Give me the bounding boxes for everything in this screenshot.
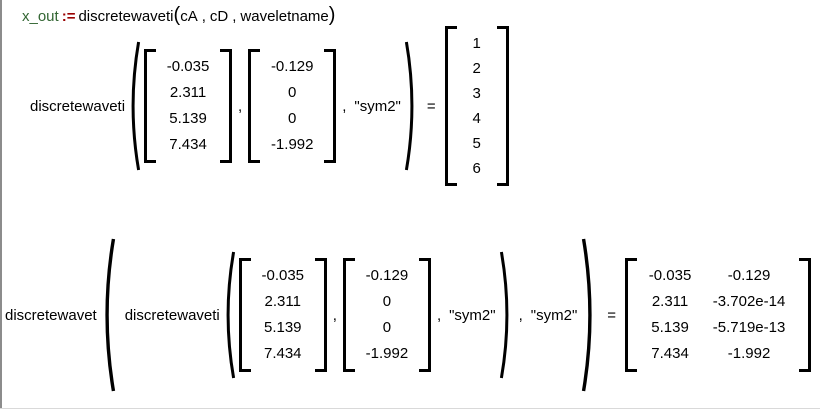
equals-sign: = (426, 97, 436, 115)
vector-cD: -0.129 0 0 -1.992 (342, 258, 431, 372)
matrix-cell: 6 (472, 160, 481, 177)
matrix-cell: 5.139 (651, 319, 689, 336)
matrix-cell: 1 (472, 35, 481, 52)
matrix-bracket-right (418, 258, 431, 372)
matrix-bracket-right (799, 258, 812, 372)
matrix-cell: -0.129 (727, 267, 771, 284)
comma: , (332, 306, 337, 324)
matrix-cell: 7.434 (651, 345, 689, 362)
matrix-bracket-right (324, 49, 337, 163)
outer-function-name: discretewavet (5, 306, 97, 324)
matrix-cell: 2.311 (264, 293, 301, 310)
matrix-cell: 5 (472, 135, 481, 152)
matrix-cell: 5.139 (263, 319, 302, 336)
matrix-bracket-right (314, 258, 327, 372)
big-close-paren (498, 249, 515, 381)
big-open-paren (220, 249, 237, 381)
result-vector: 1 2 3 4 5 6 (444, 26, 509, 186)
open-paren: ( (173, 4, 181, 26)
expression-2[interactable]: discretewavet discretewaveti -0.035 2.31… (5, 236, 813, 394)
big-close-paren (581, 236, 598, 394)
arg-cA: cA (180, 7, 198, 25)
assign-operator: := (61, 7, 76, 25)
big-open-paren (125, 39, 142, 173)
matrix-bracket-left (248, 49, 261, 163)
matrix-cell: 4 (472, 110, 481, 127)
string-arg-sym2: "sym2" (354, 97, 401, 115)
vector-cA: -0.035 2.311 5.139 7.434 (144, 49, 233, 163)
vector-cA: -0.035 2.311 5.139 7.434 (238, 258, 327, 372)
matrix-cell: 0 (382, 319, 392, 336)
comma: , (342, 97, 347, 115)
matrix-cell: -1.992 (727, 345, 771, 362)
function-name: discretewaveti (78, 7, 174, 25)
string-arg-sym2: "sym2" (530, 306, 578, 324)
definition-expression[interactable]: x_out:=discretewaveti(cA,cD,waveletname) (22, 4, 336, 26)
big-close-paren (403, 39, 420, 173)
matrix-bracket-left (238, 258, 251, 372)
matrix-cell: 7.434 (263, 345, 302, 362)
matrix-cell: -1.992 (365, 345, 409, 362)
window-left-border (0, 0, 2, 409)
expression-1[interactable]: discretewaveti -0.035 2.311 5.139 7.434 … (30, 26, 511, 186)
matrix-row: 5.139 -5.719e-13 (646, 315, 790, 341)
matrix-cell: 0 (288, 84, 297, 101)
matrix-cell: 0 (382, 293, 392, 310)
matrix-cell: 7.434 (169, 136, 207, 153)
matrix-cell: -0.129 (270, 58, 314, 75)
comma: , (436, 306, 442, 324)
matrix-cell: -1.992 (270, 136, 314, 153)
matrix-cell: 3 (472, 85, 481, 102)
comma: , (232, 7, 237, 25)
matrix-cell: -3.702e-14 (712, 293, 786, 310)
matrix-row: 7.434 -1.992 (646, 341, 790, 367)
comma: , (518, 306, 523, 324)
matrix-row: 2.311 -3.702e-14 (646, 289, 790, 315)
inner-function-call: discretewaveti -0.035 2.311 5.139 7.434 … (125, 249, 515, 381)
matrix-cell: -0.129 (365, 267, 409, 284)
close-paren: ) (328, 4, 336, 26)
matrix-cell: -5.719e-13 (712, 319, 786, 336)
matrix-cell: 2 (472, 60, 481, 77)
arg-waveletname: waveletname (240, 7, 329, 25)
comma: , (238, 97, 243, 115)
arg-cD: cD (209, 7, 229, 25)
matrix-cell: -0.035 (648, 267, 692, 284)
big-open-paren (99, 236, 116, 394)
matrix-bracket-left (342, 258, 355, 372)
function-name: discretewaveti (30, 97, 126, 115)
matrix-bracket-left (144, 49, 157, 163)
matrix-bracket-right (220, 49, 233, 163)
matrix-bracket-left (444, 26, 457, 186)
matrix-bracket-right (496, 26, 509, 186)
vector-cD: -0.129 0 0 -1.992 (248, 49, 337, 163)
inner-function-name: discretewaveti (124, 306, 220, 324)
matrix-cell: 2.311 (169, 84, 207, 101)
equals-sign: = (607, 306, 617, 324)
string-arg-sym2: "sym2" (449, 306, 496, 324)
matrix-cell: -0.035 (261, 267, 305, 284)
matrix-cell: 2.311 (651, 293, 689, 310)
matrix-cell: -0.035 (166, 58, 210, 75)
matrix-row: -0.035 -0.129 (646, 263, 790, 289)
variable-name: x_out (22, 7, 59, 25)
comma: , (201, 7, 206, 25)
matrix-bracket-left (625, 258, 638, 372)
matrix-cell: 5.139 (169, 110, 207, 127)
result-matrix: -0.035 -0.129 2.311 -3.702e-14 5.139 -5.… (625, 258, 812, 372)
matrix-cell: 0 (288, 110, 297, 127)
